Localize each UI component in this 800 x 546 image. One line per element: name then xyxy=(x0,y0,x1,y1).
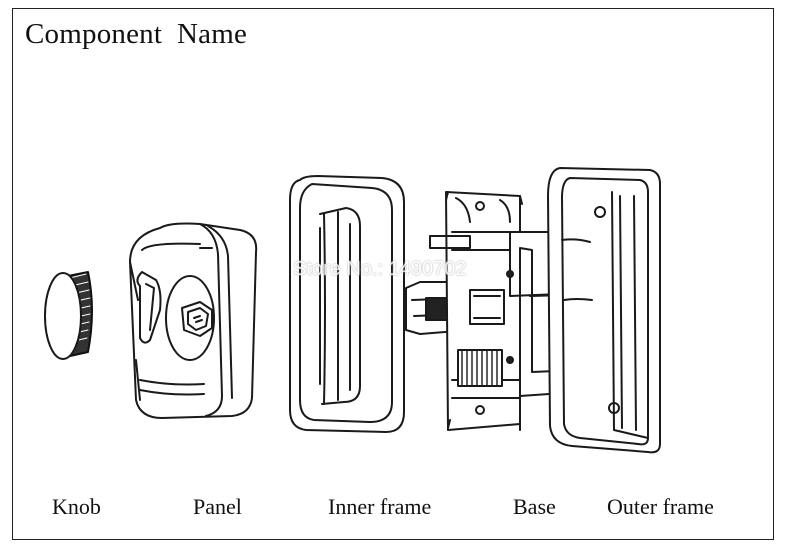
label-panel: Panel xyxy=(193,494,242,519)
inner-frame-drawing xyxy=(289,175,405,433)
label-outer-frame: Outer frame xyxy=(607,494,714,519)
label-base: Base xyxy=(513,494,556,519)
label-inner-frame: Inner frame xyxy=(328,494,432,519)
knob-drawing xyxy=(44,271,93,360)
panel-drawing xyxy=(129,222,258,419)
outer-frame-drawing xyxy=(547,167,661,454)
diagram-title: Component Name xyxy=(25,18,248,50)
label-knob: Knob xyxy=(52,494,101,519)
store-watermark: Store No.: 1490702 xyxy=(293,258,467,280)
